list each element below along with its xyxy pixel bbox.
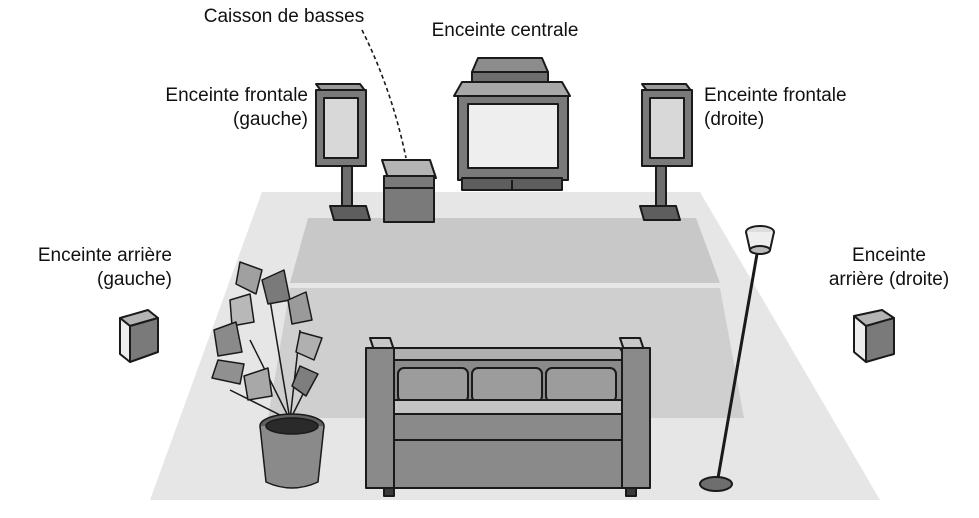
front-right-speaker-label: Enceinte frontale (droite) xyxy=(704,84,914,132)
rear-right-label-line2: arrière (droite) xyxy=(828,269,950,290)
subwoofer-label-text: Caisson de basses xyxy=(203,6,365,27)
center-speaker-label-text: Enceinte centrale xyxy=(431,20,579,41)
sofa xyxy=(365,337,651,497)
front-right-speaker xyxy=(639,83,693,221)
rear-right-speaker xyxy=(853,309,895,363)
front-left-label-line1: Enceinte frontale xyxy=(165,85,308,106)
potted-plant xyxy=(211,261,325,489)
rear-left-speaker-label: Enceinte arrière (gauche) xyxy=(4,244,172,292)
front-right-label-line1: Enceinte frontale xyxy=(704,85,847,106)
subwoofer xyxy=(381,159,437,223)
front-left-speaker-label: Enceinte frontale (gauche) xyxy=(100,84,308,132)
subwoofer-leader-line xyxy=(361,29,407,159)
rear-left-label-line1: Enceinte arrière xyxy=(37,245,172,266)
front-left-speaker xyxy=(315,83,371,221)
subwoofer-label: Caisson de basses xyxy=(184,5,384,29)
rear-left-speaker xyxy=(119,309,159,363)
rear-right-label-line1: Enceinte xyxy=(852,245,926,266)
center-speaker-tv xyxy=(453,57,571,191)
rear-right-speaker-label: Enceinte arrière (droite) xyxy=(806,244,972,292)
floor-lamp xyxy=(699,225,775,492)
center-speaker-label: Enceinte centrale xyxy=(405,19,605,43)
front-left-label-line2: (gauche) xyxy=(233,109,308,130)
rear-left-label-line2: (gauche) xyxy=(97,269,172,290)
front-right-label-line2: (droite) xyxy=(704,109,765,130)
